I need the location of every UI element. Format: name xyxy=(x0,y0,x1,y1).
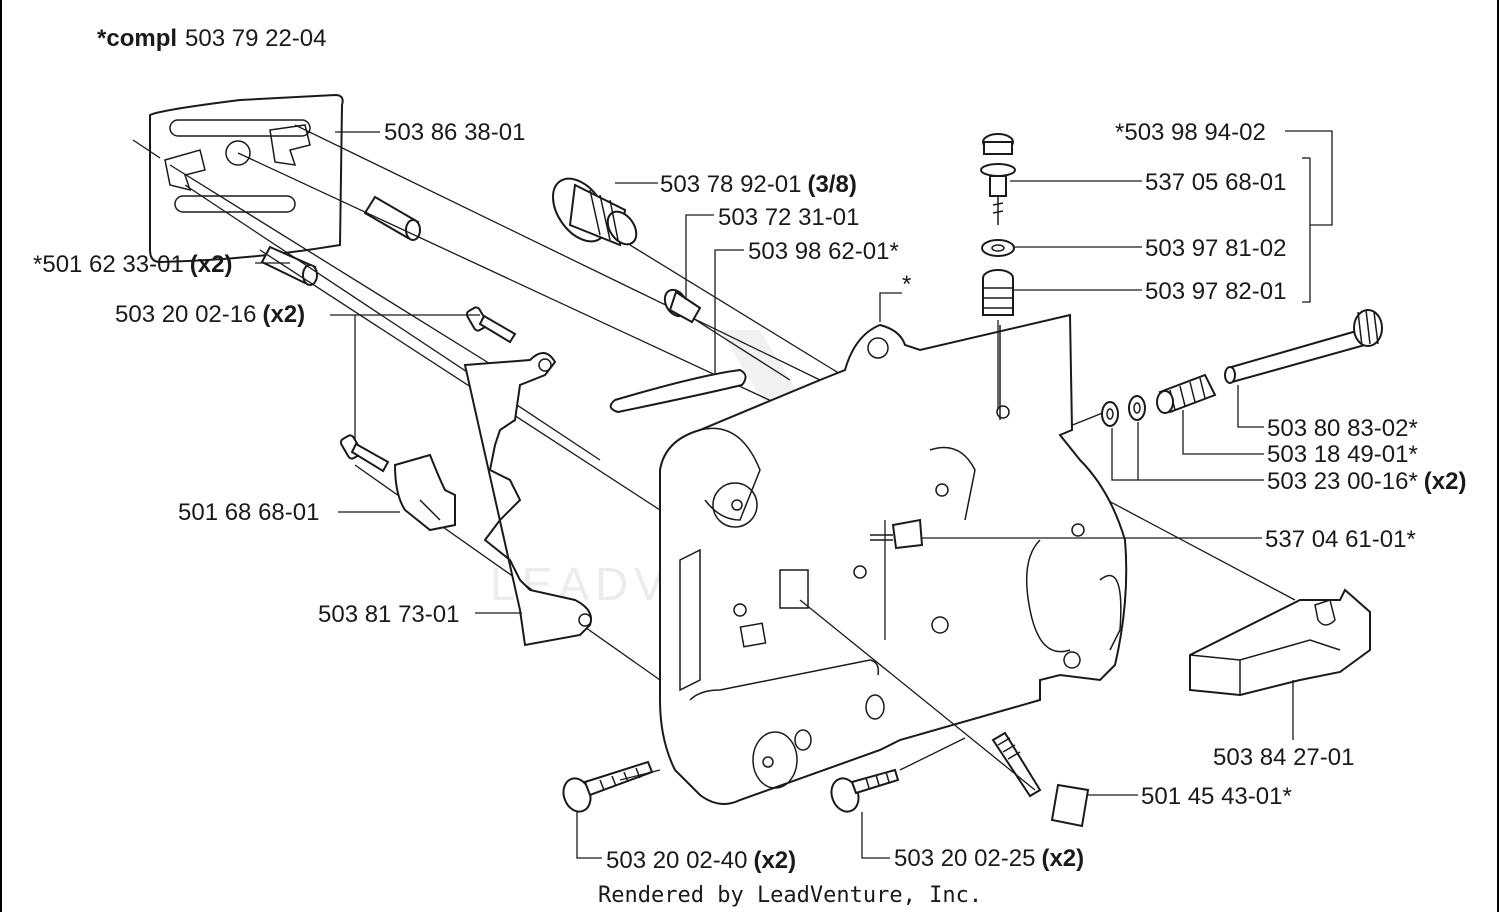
label-503-23-00-16-number: 503 23 00-16* xyxy=(1267,468,1418,495)
leader-503-80-83-02 xyxy=(1237,385,1264,428)
label-503-72-31-01: 503 72 31-01 xyxy=(718,204,859,231)
screw-lower[interactable] xyxy=(339,434,390,473)
label-star: * xyxy=(902,271,911,298)
label-501-45-43-01: 501 45 43-01* xyxy=(1141,783,1292,810)
label-501-68-68-01: 501 68 68-01 xyxy=(178,499,319,526)
label-503-98-62-01: 503 98 62-01* xyxy=(748,238,899,265)
label-537-04-61-01: 537 04 61-01* xyxy=(1265,526,1416,553)
guide-plate-part[interactable] xyxy=(149,93,344,264)
adjuster-screw-part[interactable] xyxy=(980,133,1016,225)
leader-503-20-02-25 xyxy=(861,812,890,859)
leader-503-98-62-01 xyxy=(714,249,744,375)
label-503-98-94-02: *503 98 94-02 xyxy=(1115,119,1266,146)
oil-plug-part[interactable] xyxy=(542,169,642,252)
label-503-84-27-01: 503 84 27-01 xyxy=(1213,744,1354,771)
label-503-97-81-02: 503 97 81-02 xyxy=(1145,235,1286,262)
label-503-20-02-40: 503 20 02-40(x2) xyxy=(606,847,796,874)
pump-spring-part[interactable] xyxy=(1156,373,1217,414)
clip-part[interactable] xyxy=(393,453,456,532)
leader-503-23-00-16 xyxy=(1111,422,1264,481)
label-501-62-33-01-number: *501 62 33-01 xyxy=(33,251,184,278)
label-501-62-33-01-suffix: (x2) xyxy=(190,251,233,278)
seal-washers-part[interactable] xyxy=(1101,395,1146,427)
label-503-20-02-16-suffix: (x2) xyxy=(262,301,305,328)
screw-upper[interactable] xyxy=(465,306,517,344)
washer-part[interactable] xyxy=(981,239,1015,257)
footer-credit: Rendered by LeadVenture, Inc. xyxy=(598,883,982,908)
screw-503-20-02-25[interactable] xyxy=(827,768,900,815)
label-503-20-02-40-number: 503 20 02-40 xyxy=(606,847,747,874)
sleeve-nut-part[interactable] xyxy=(870,518,924,550)
block-part[interactable] xyxy=(1189,588,1371,697)
label-503-80-83-02: 503 80 83-02* xyxy=(1267,415,1418,442)
label-503-78-92-01-number: 503 78 92-01 xyxy=(660,171,801,198)
screw-503-20-02-40[interactable] xyxy=(559,760,654,815)
compl-number: 503 79 22-04 xyxy=(185,25,326,52)
label-503-20-02-25: 503 20 02-25(x2) xyxy=(894,845,1084,872)
label-503-81-73-01: 503 81 73-01 xyxy=(318,601,459,628)
leader-503-72-31-01 xyxy=(685,214,714,300)
label-503-20-02-16: 503 20 02-16(x2) xyxy=(115,301,305,328)
bolt-501-45-43-01[interactable] xyxy=(991,731,1090,828)
leader-503-20-02-16 xyxy=(330,314,480,440)
label-503-23-00-16: 503 23 00-16*(x2) xyxy=(1267,468,1466,495)
side-plate-part[interactable] xyxy=(463,352,592,647)
pump-shaft-part[interactable] xyxy=(1224,309,1383,384)
alignment-lines-lower xyxy=(619,520,1036,791)
compl-label: *compl 503 79 22-04 xyxy=(97,25,326,52)
leader-star xyxy=(879,292,902,322)
label-503-20-02-25-number: 503 20 02-25 xyxy=(894,845,1035,872)
leader-503-18-49-01 xyxy=(1182,410,1264,455)
bracket-503-98-94-02 xyxy=(1285,130,1333,226)
label-503-86-38-01: 503 86 38-01 xyxy=(384,119,525,146)
sleeve-upper[interactable] xyxy=(363,195,421,241)
label-503-23-00-16-suffix: (x2) xyxy=(1424,468,1467,495)
pin-part[interactable] xyxy=(660,286,702,324)
label-537-05-68-01: 537 05 68-01 xyxy=(1145,169,1286,196)
label-503-18-49-01: 503 18 49-01* xyxy=(1267,441,1418,468)
label-503-78-92-01: 503 78 92-01(3/8) xyxy=(660,171,857,198)
label-503-20-02-40-suffix: (x2) xyxy=(753,847,796,874)
label-503-78-92-01-suffix: (3/8) xyxy=(807,171,856,198)
label-503-97-82-01: 503 97 82-01 xyxy=(1145,278,1286,305)
chain-guide-part[interactable] xyxy=(609,368,747,414)
leader-503-20-02-40 xyxy=(576,812,602,859)
crankcase-housing[interactable] xyxy=(659,313,1128,805)
spring-part[interactable] xyxy=(982,269,1014,410)
label-501-62-33-01: *501 62 33-01(x2) xyxy=(33,251,232,278)
label-503-20-02-16-number: 503 20 02-16 xyxy=(115,301,256,328)
compl-prefix: *compl xyxy=(97,25,177,52)
bracket-inner xyxy=(1302,158,1311,303)
label-503-20-02-25-suffix: (x2) xyxy=(1041,845,1084,872)
